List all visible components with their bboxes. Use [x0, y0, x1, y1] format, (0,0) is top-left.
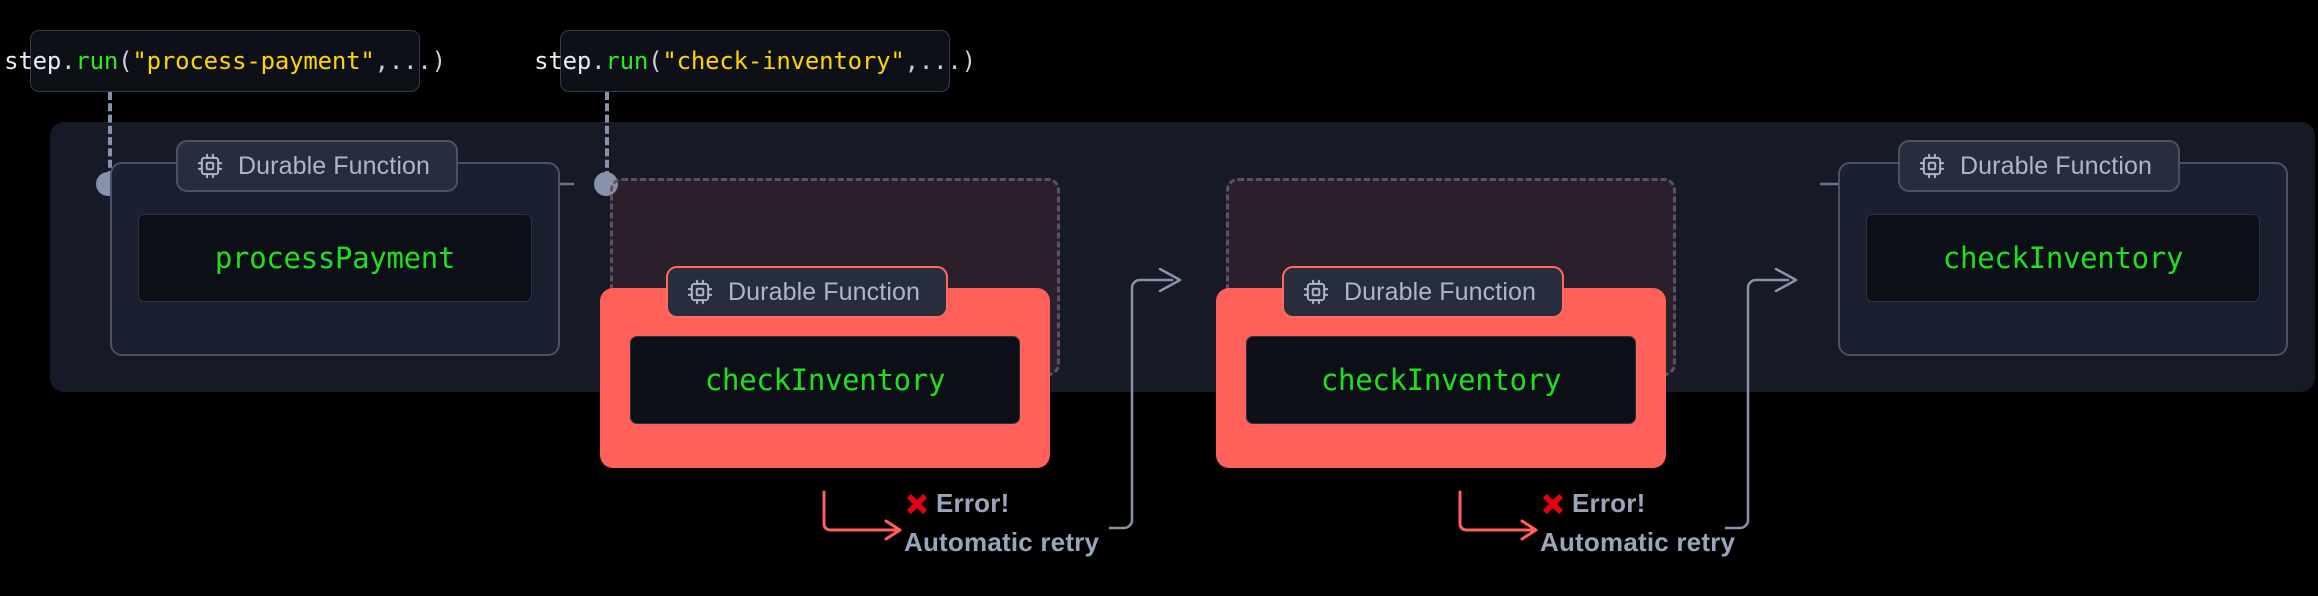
x-mark-icon — [906, 493, 928, 514]
card-check-inventory-attempt-1[interactable]: Durable Function checkInventory — [600, 178, 1060, 468]
callout-method: run — [75, 47, 119, 75]
x-mark-icon — [1542, 493, 1564, 514]
error-headline-row: Error! — [904, 488, 1099, 519]
durable-function-badge-label: Durable Function — [1344, 277, 1536, 306]
durable-function-badge-label: Durable Function — [238, 151, 430, 180]
function-name-plate: checkInventory — [1246, 336, 1636, 424]
callout-comma: , — [374, 47, 389, 75]
durable-function-badge[interactable]: Durable Function — [176, 140, 458, 192]
callout-connector-1 — [108, 92, 112, 179]
code-callout-check-inventory[interactable]: step.run("check-inventory", ...) — [534, 30, 976, 92]
error-headline: Error! — [936, 488, 1010, 518]
error-note-1: Error! Automatic retry — [904, 488, 1099, 558]
callout-rest-args: ...) — [918, 47, 976, 75]
durable-function-badge[interactable]: Durable Function — [1898, 140, 2180, 192]
callout-object: step — [4, 47, 62, 75]
durable-function-badge-label: Durable Function — [728, 277, 920, 306]
callout-dot: . — [591, 47, 606, 75]
function-name: checkInventory — [1320, 363, 1562, 397]
function-name-plate: checkInventory — [630, 336, 1020, 424]
callout-string-arg: "process-payment" — [132, 47, 375, 75]
durable-function-badge[interactable]: Durable Function — [666, 266, 948, 318]
callout-dot: . — [61, 47, 76, 75]
callout-open-paren: ( — [648, 47, 663, 75]
callout-connector-2 — [605, 92, 609, 179]
card-check-inventory-attempt-2[interactable]: Durable Function checkInventory — [1216, 178, 1676, 468]
card-check-inventory-success[interactable]: Durable Function checkInventory — [1838, 140, 2288, 356]
error-detail: Automatic retry — [1540, 527, 1736, 557]
function-name-plate: checkInventory — [1866, 214, 2260, 302]
durable-function-badge[interactable]: Durable Function — [1282, 266, 1564, 318]
callout-method: run — [605, 47, 649, 75]
error-headline: Error! — [1572, 488, 1646, 518]
durable-function-badge-label: Durable Function — [1960, 151, 2152, 180]
callout-string-arg: "check-inventory" — [662, 47, 905, 75]
error-headline-row: Error! — [1540, 488, 1735, 519]
callout-object: step — [534, 47, 592, 75]
function-name: checkInventory — [1942, 241, 2184, 275]
code-callout-process-payment[interactable]: step.run("process-payment", ...) — [4, 30, 446, 92]
function-name: processPayment — [214, 241, 456, 275]
error-note-2: Error! Automatic retry — [1540, 488, 1735, 558]
cpu-chip-icon — [1303, 279, 1329, 305]
card-process-payment[interactable]: Durable Function processPayment — [110, 140, 560, 356]
function-name: checkInventory — [704, 363, 946, 397]
function-name-plate: processPayment — [138, 214, 532, 302]
callout-comma: , — [904, 47, 919, 75]
error-detail: Automatic retry — [904, 527, 1100, 557]
cpu-chip-icon — [1919, 153, 1945, 179]
callout-rest-args: ...) — [388, 47, 446, 75]
cpu-chip-icon — [687, 279, 713, 305]
callout-open-paren: ( — [118, 47, 133, 75]
cpu-chip-icon — [197, 153, 223, 179]
